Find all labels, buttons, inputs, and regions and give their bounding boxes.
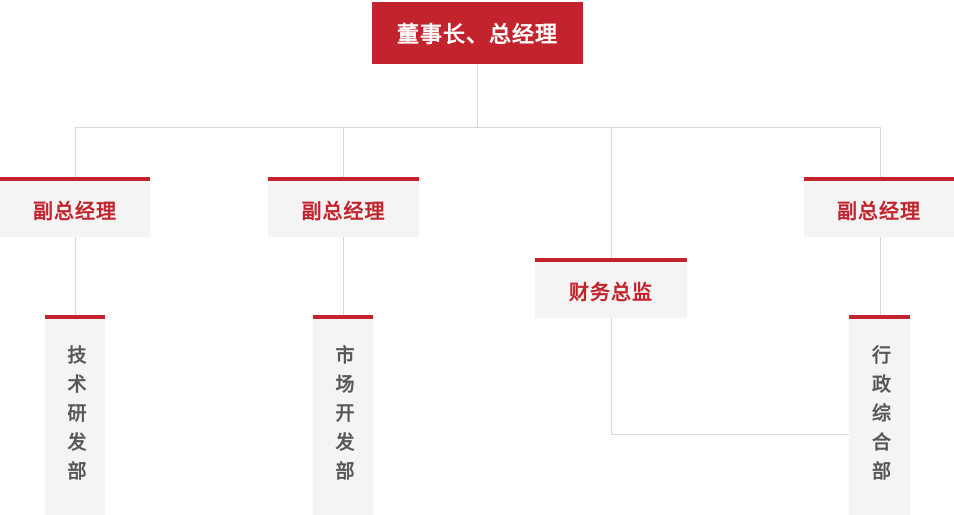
connector-drop-vp-middle (343, 127, 344, 178)
connector-finance-elbow-vertical (611, 318, 612, 435)
dept-label: 市场开发部 (332, 344, 354, 490)
dept-label: 技术研发部 (64, 344, 86, 490)
node-dept-market-dev: 市场开发部 (313, 315, 373, 515)
connector-level2-horizontal (75, 127, 881, 128)
node-dept-tech-rd: 技术研发部 (45, 315, 105, 515)
connector-finance-elbow-horizontal (611, 434, 849, 435)
node-dept-admin: 行政综合部 (849, 315, 910, 515)
node-finance-director: 财务总监 (535, 258, 687, 318)
dept-label: 行政综合部 (869, 344, 890, 490)
connector-drop-vp-left (75, 127, 76, 178)
connector-vp-middle-to-dept (343, 237, 344, 316)
node-deputy-gm-right: 副总经理 (804, 177, 954, 237)
node-chairman-general-manager: 董事长、总经理 (372, 2, 583, 64)
node-deputy-gm-left: 副总经理 (0, 177, 150, 237)
connector-vp-right-to-dept (880, 237, 881, 316)
connector-drop-vp-right (880, 127, 881, 178)
connector-vp-left-to-dept (75, 237, 76, 316)
connector-drop-finance (611, 127, 612, 259)
connector-root-down (477, 64, 478, 128)
node-deputy-gm-middle: 副总经理 (268, 177, 419, 237)
